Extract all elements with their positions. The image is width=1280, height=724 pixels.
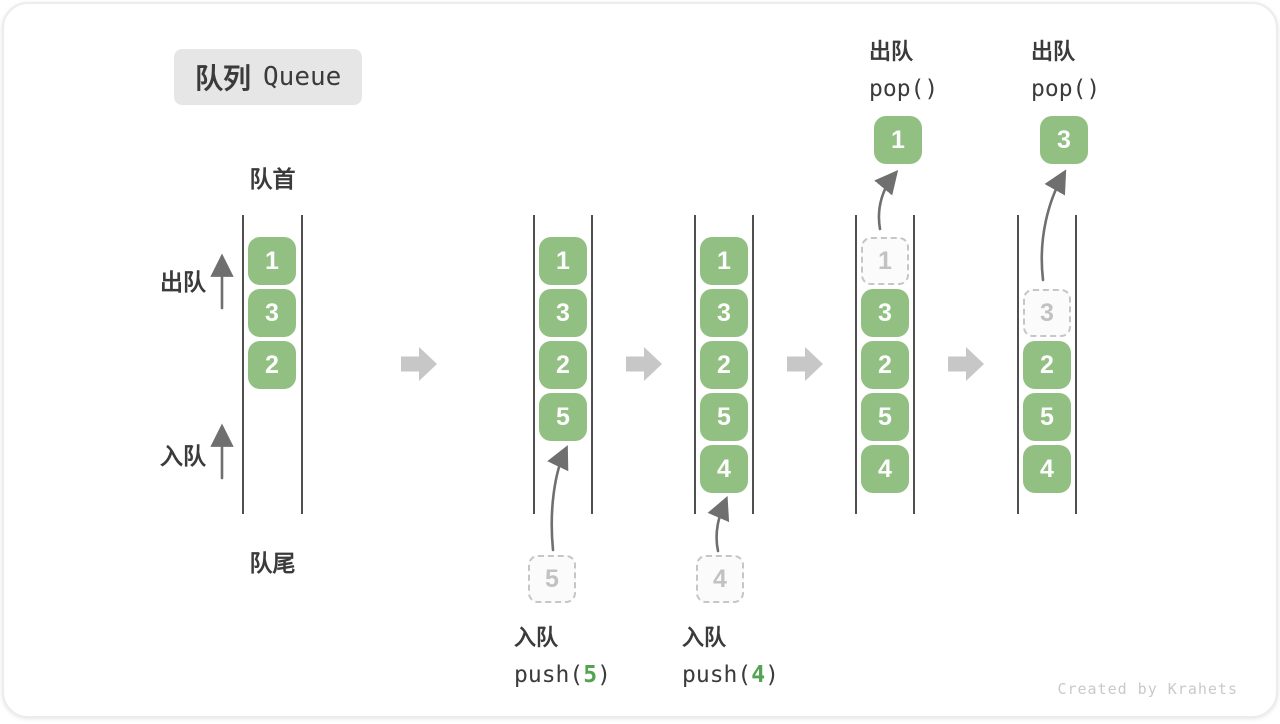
transition-arrow-2 xyxy=(626,347,662,381)
queue-item: 5 xyxy=(861,393,909,441)
queue-item: 5 xyxy=(700,393,748,441)
queue-state-5: 3 2 5 4 xyxy=(1017,215,1077,514)
queue-rear-label: 队尾 xyxy=(242,544,303,578)
queue-item: 4 xyxy=(700,445,748,493)
push-5-code: push(5) xyxy=(514,662,611,688)
popped-item-3: 3 xyxy=(1040,116,1088,164)
queue-item: 1 xyxy=(248,237,296,285)
dequeue-side-label: 出队 xyxy=(144,263,206,297)
push-5-operation: 入队 push(5) xyxy=(514,620,611,688)
queue-item: 2 xyxy=(1023,341,1071,389)
title-badge: 队列 Queue xyxy=(174,49,362,105)
enqueue-side-label: 入队 xyxy=(144,437,206,471)
queue-state-1: 1 3 2 xyxy=(242,215,303,514)
push-4-label: 入队 xyxy=(682,620,779,652)
queue-item: 3 xyxy=(700,289,748,337)
pop-1-label: 出队 xyxy=(869,34,938,66)
popped-item-1: 1 xyxy=(874,116,922,164)
queue-item: 4 xyxy=(1023,445,1071,493)
incoming-item-5: 5 xyxy=(528,555,576,603)
arrows-layer xyxy=(4,4,1280,724)
incoming-item-4: 4 xyxy=(696,555,744,603)
transition-arrow-4 xyxy=(948,347,984,381)
queue-item: 3 xyxy=(248,289,296,337)
queue-item: 5 xyxy=(539,393,587,441)
queue-front-label: 队首 xyxy=(242,160,303,194)
push-4-operation: 入队 push(4) xyxy=(682,620,779,688)
queue-state-2: 1 3 2 5 xyxy=(533,215,593,514)
queue-item: 1 xyxy=(700,237,748,285)
queue-item: 4 xyxy=(861,445,909,493)
title-zh: 队列 xyxy=(195,57,251,97)
pop-2-code: pop() xyxy=(1031,76,1100,102)
pop-1-operation: 出队 pop() xyxy=(869,34,938,102)
title-en: Queue xyxy=(263,62,341,92)
queue-item: 2 xyxy=(861,341,909,389)
queue-state-3: 1 3 2 5 4 xyxy=(694,215,754,514)
transition-arrow-3 xyxy=(787,347,823,381)
queue-item: 3 xyxy=(539,289,587,337)
watermark: Created by Krahets xyxy=(1057,680,1238,698)
push-4-code: push(4) xyxy=(682,662,779,688)
queue-state-4: 1 3 2 5 4 xyxy=(855,215,915,514)
queue-item: 3 xyxy=(861,289,909,337)
queue-item: 5 xyxy=(1023,393,1071,441)
queue-item: 2 xyxy=(539,341,587,389)
pop-1-code: pop() xyxy=(869,76,938,102)
pop-2-operation: 出队 pop() xyxy=(1031,34,1100,102)
pop-2-label: 出队 xyxy=(1031,34,1100,66)
queue-item: 2 xyxy=(700,341,748,389)
transition-arrow-1 xyxy=(401,347,437,381)
queue-item-removed: 3 xyxy=(1023,289,1071,337)
queue-item: 1 xyxy=(539,237,587,285)
queue-item-removed: 1 xyxy=(861,237,909,285)
push-5-label: 入队 xyxy=(514,620,611,652)
queue-item: 2 xyxy=(248,341,296,389)
